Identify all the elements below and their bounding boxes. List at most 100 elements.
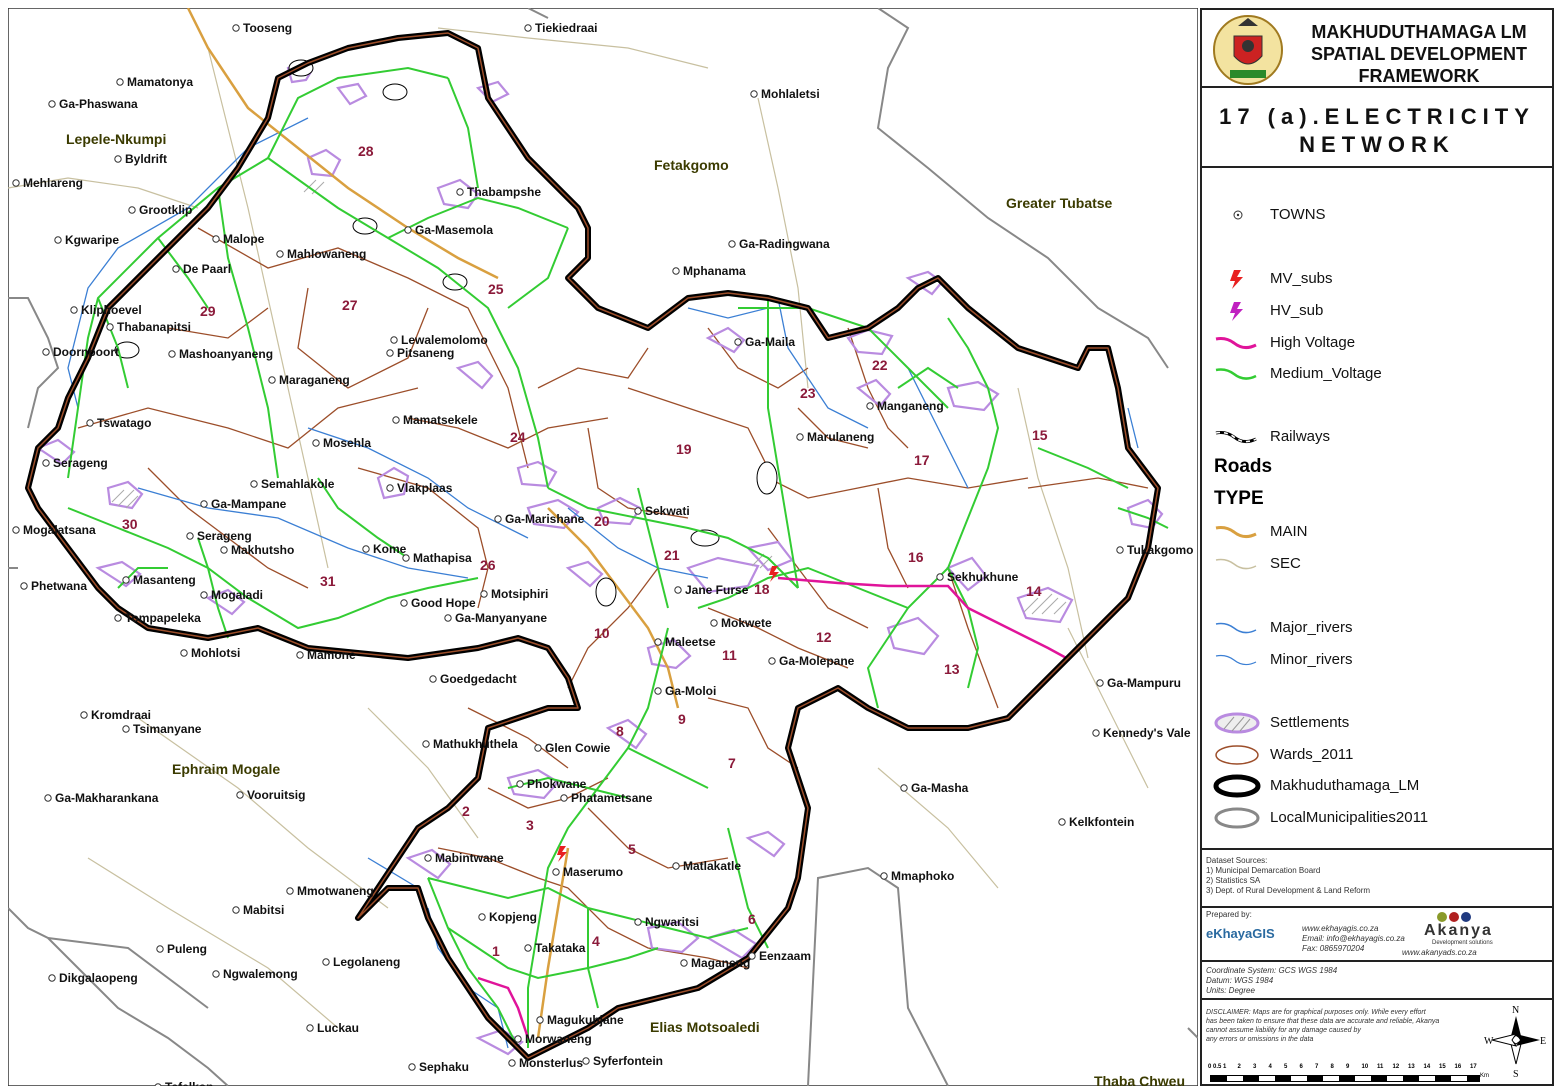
town-label[interactable]: Serageng [197, 529, 252, 543]
town-label[interactable]: Kopjeng [489, 910, 537, 924]
town-label[interactable]: Kgwaripe [65, 233, 119, 247]
akanya-web[interactable]: www.akanyads.co.za [1402, 948, 1477, 957]
town-label[interactable]: Ga-Mampane [211, 497, 287, 511]
town-label[interactable]: Manganeng [877, 399, 944, 413]
town-label[interactable]: Tswatago [97, 416, 151, 430]
town-label[interactable]: Mogaladi [211, 588, 263, 602]
town-label[interactable]: Kome [373, 542, 407, 556]
town-label[interactable]: Marulaneng [807, 430, 874, 444]
town-label[interactable]: Kliphoevel [81, 303, 142, 317]
town-label[interactable]: Mmotwaneng [297, 884, 374, 898]
town-label[interactable]: Mamatsekele [403, 413, 478, 427]
town-label[interactable]: Doornpoort [53, 345, 119, 359]
town-label[interactable]: Mamatonya [127, 75, 193, 89]
town-label[interactable]: Magukubjane [547, 1013, 624, 1027]
town-label[interactable]: Mokwete [721, 616, 772, 630]
town-label[interactable]: Syferfontein [593, 1054, 663, 1068]
town-label[interactable]: Tukakgomo [1127, 543, 1193, 557]
town-label[interactable]: Tsimanyane [133, 722, 202, 736]
town-label[interactable]: Mmaphoko [891, 869, 954, 883]
town-label[interactable]: Thabanapitsi [117, 320, 191, 334]
town-label[interactable]: Mamone [307, 648, 356, 662]
town-label[interactable]: Mabitsi [243, 903, 284, 917]
town-label[interactable]: Mohlotsi [191, 646, 240, 660]
town-label[interactable]: Tafelkop [165, 1080, 213, 1086]
town-label[interactable]: Pitsaneng [397, 346, 454, 360]
town-label[interactable]: Ngwaritsi [645, 915, 699, 929]
town-label[interactable]: Maganeng [691, 956, 750, 970]
town-label[interactable]: Good Hope [411, 596, 476, 610]
town-label[interactable]: Mosehla [323, 436, 371, 450]
legend-main-label: MAIN [1270, 523, 1308, 540]
town-label[interactable]: Ga-Radingwana [739, 237, 830, 251]
town-label[interactable]: Mohlaletsi [761, 87, 820, 101]
town-label[interactable]: Jane Furse [685, 583, 749, 597]
town-label[interactable]: Ga-Phaswana [59, 97, 138, 111]
ekhaya-email[interactable]: Email: info@ekhayagis.co.za [1302, 934, 1405, 943]
town-label[interactable]: Mahlowaneng [287, 247, 366, 261]
town-label[interactable]: Vooruitsig [247, 788, 305, 802]
town-label[interactable]: Sekhukhune [947, 570, 1019, 584]
town-label[interactable]: Serageng [53, 456, 108, 470]
town-label[interactable]: Luckau [317, 1021, 359, 1035]
town-label[interactable]: Maleetse [665, 635, 716, 649]
town-label[interactable]: Ga-Moloi [665, 684, 716, 698]
town-label[interactable]: Ga-Manyanyane [455, 611, 547, 625]
legend-major-rivers-label: Major_rivers [1270, 619, 1353, 636]
title-line-2: SPATIAL DEVELOPMENT [1310, 44, 1528, 64]
town-label[interactable]: De Paarl [183, 262, 231, 276]
town-label[interactable]: Ga-Makharankana [55, 791, 159, 805]
town-label[interactable]: Kennedy's Vale [1103, 726, 1191, 740]
town-label[interactable]: Sekwati [645, 504, 690, 518]
town-label[interactable]: Matlakatle [683, 859, 741, 873]
town-label[interactable]: Mogalatsana [23, 523, 96, 537]
town-label[interactable]: Mathukhuthela [433, 737, 518, 751]
town-label[interactable]: Mehlareng [23, 176, 83, 190]
town-label[interactable]: Tooseng [243, 21, 292, 35]
town-label[interactable]: Mashoanyaneng [179, 347, 273, 361]
town-label[interactable]: Semahlakole [261, 477, 335, 491]
town-label[interactable]: Tompapeleka [125, 611, 201, 625]
town-label[interactable]: Kromdraai [91, 708, 151, 722]
ward-label: 3 [526, 817, 534, 833]
town-label[interactable]: Phokwane [527, 777, 587, 791]
town-label[interactable]: Ngwalemong [223, 967, 298, 981]
town-label[interactable]: Masanteng [133, 573, 196, 587]
town-label[interactable]: Eenzaam [759, 949, 811, 963]
ekhaya-web[interactable]: www.ekhayagis.co.za [1302, 924, 1379, 933]
town-label[interactable]: Tiekiedraai [535, 21, 597, 35]
town-label[interactable]: Mabintwane [435, 851, 504, 865]
town-label[interactable]: Monsterlus [519, 1056, 583, 1070]
town-label[interactable]: Maserumo [563, 865, 623, 879]
town-label[interactable]: Ga-Maila [745, 335, 795, 349]
town-label[interactable]: Legolaneng [333, 955, 400, 969]
town-label[interactable]: Maraganeng [279, 373, 350, 387]
town-label[interactable]: Phatametsane [571, 791, 653, 805]
town-label[interactable]: Ga-Masha [911, 781, 969, 795]
town-label[interactable]: Byldrift [125, 152, 167, 166]
town-label[interactable]: Thabampshe [467, 185, 541, 199]
town-label[interactable]: Kelkfontein [1069, 815, 1134, 829]
town-label[interactable]: Ga-Mampuru [1107, 676, 1181, 690]
town-label[interactable]: Ga-Molepane [779, 654, 855, 668]
town-label[interactable]: Motsiphiri [491, 587, 548, 601]
town-label[interactable]: Lewalemolomo [401, 333, 488, 347]
town-point [48, 100, 56, 108]
town-label[interactable]: Sephaku [419, 1060, 469, 1074]
town-label[interactable]: Mphanama [683, 264, 746, 278]
town-label[interactable]: Phetwana [31, 579, 87, 593]
town-label[interactable]: Mathapisa [413, 551, 472, 565]
town-label[interactable]: Malope [223, 232, 265, 246]
town-label[interactable]: Puleng [167, 942, 207, 956]
town-label[interactable]: Makhutsho [231, 543, 294, 557]
town-label[interactable]: Glen Cowie [545, 741, 611, 755]
town-label[interactable]: Morwaneng [525, 1032, 592, 1046]
town-label[interactable]: Vlakplaas [397, 481, 453, 495]
town-label[interactable]: Goedgedacht [440, 672, 517, 686]
town-label[interactable]: Ga-Masemola [415, 223, 493, 237]
town-label[interactable]: Takataka [535, 941, 586, 955]
town-label[interactable]: Dikgalaopeng [59, 971, 138, 985]
town-label[interactable]: Grootklip [139, 203, 192, 217]
town-label[interactable]: Ga-Marishane [505, 512, 585, 526]
